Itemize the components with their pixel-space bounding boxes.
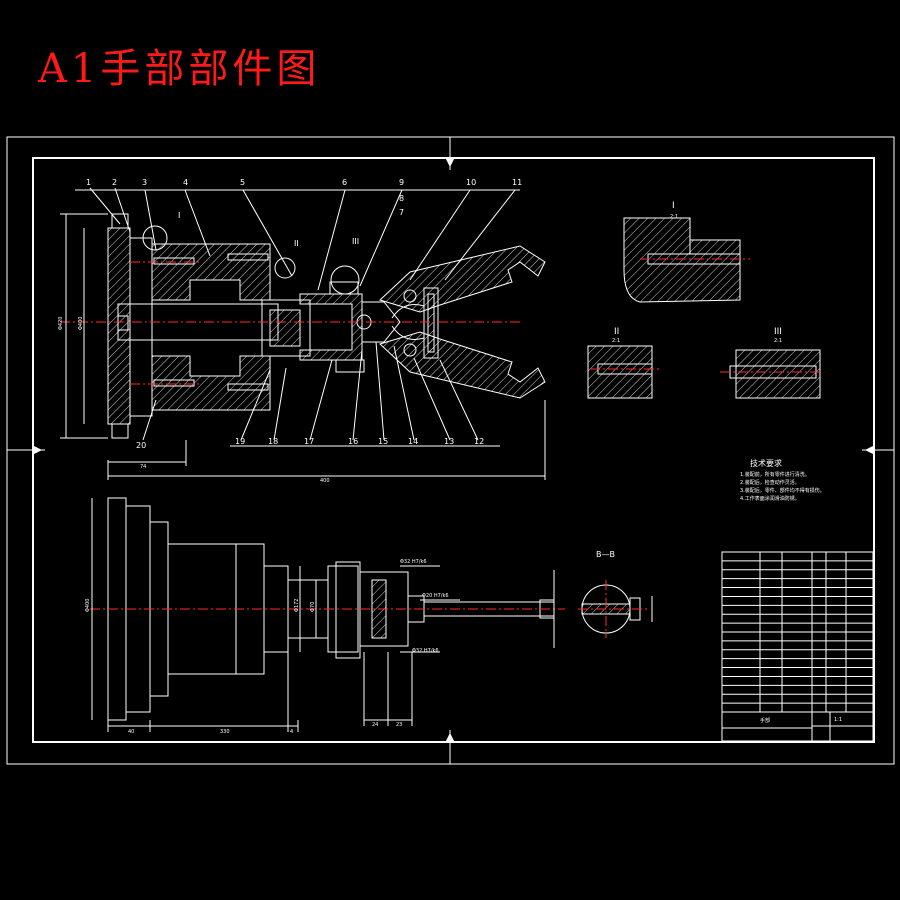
part-label: 2 [112,178,117,187]
detail-name: II [614,327,619,337]
part-label: 12 [474,437,484,446]
title-block: 手部 1:1 [721,551,874,742]
part-label: 9 [399,178,404,187]
part-number-labels: 1 2 3 4 5 6 9 8 7 10 11 20 19 18 17 16 1… [86,178,522,450]
tech-requirements: 技术要求 1.装配前，所有零件进行清洗。 2.装配后，检查动作灵活。 3.装配后… [740,458,825,502]
tech-line: 2.装配后，检查动作灵活。 [740,479,800,486]
detail-view-II: II 2:1 [587,327,660,399]
detail-marker: II [294,239,299,248]
tech-line: 4.工作表面涂润滑油防锈。 [740,495,800,502]
part-label: 4 [183,178,188,187]
main-section-view [60,213,546,439]
section-label: B—B [596,550,615,559]
dim-74: 74 [140,464,146,470]
part-label: 6 [342,178,347,187]
title-block-scale: 1:1 [834,717,842,723]
part-label: 14 [408,437,418,446]
dim-dia-400: Φ400 [78,317,84,330]
detail-circles [142,225,360,295]
outer-border [6,136,895,765]
part-label: 11 [512,178,522,187]
dim-400: 400 [320,478,330,484]
parts-list-rows [722,560,873,704]
top-dimensions [60,213,546,480]
dim-24: 24 [372,722,378,728]
dim-vert-3: Φ70 [310,602,316,612]
tech-line: 3.装配后，零件、部件均不得有损伤。 [740,487,825,494]
tech-line: 1.装配前，所有零件进行清洗。 [740,471,810,478]
part-label: 20 [136,441,146,450]
detail-marker: I [178,211,180,220]
detail-view-III: III 2:1 [720,327,821,399]
detail-marker: III [352,237,359,246]
part-label: 8 [399,194,404,203]
part-label: 16 [348,437,358,446]
part-label: 5 [240,178,245,187]
detail-scale: 2:1 [774,338,782,344]
part-label: 13 [444,437,454,446]
dim-4: 4 [290,729,293,735]
detail-scale: 2:1 [612,338,620,344]
dim-40: 40 [128,729,134,735]
detail-view-I: I 2:1 [623,201,750,303]
upper-jaw [379,245,546,313]
part-label: 10 [466,178,476,187]
dim-vert-1: Φ400 [85,599,91,612]
tech-heading: 技术要求 [750,458,782,468]
part-label: 7 [399,208,404,217]
centering-marks [7,137,894,764]
part-label: 1 [86,178,91,187]
part-callouts [75,187,520,447]
title-block-name: 手部 [760,717,770,724]
dim-fit-1: Φ32 H7/k6 [400,559,427,565]
detail-name: III [774,327,782,337]
section-BB: B—B [578,550,653,638]
detail-scale: 2:1 [670,214,678,220]
side-view [90,497,565,732]
detail-name: I [672,201,675,211]
drawing-title: A1手部部件图 [38,46,321,92]
dim-vert-2: Φ172 [294,599,300,612]
part-label: 18 [268,437,278,446]
part-label: 17 [304,437,314,446]
lower-jaw [379,331,546,399]
dim-330: 330 [220,729,230,735]
dim-fit-3: Φ32 H7/k6 [412,648,439,654]
part-label: 15 [378,437,388,446]
dim-dia-420: Φ420 [58,317,64,330]
part-label: 3 [142,178,147,187]
part-label: 19 [235,437,245,446]
dim-fit-2: Φ20 H7/k6 [422,593,449,599]
dim-23: 23 [396,722,402,728]
